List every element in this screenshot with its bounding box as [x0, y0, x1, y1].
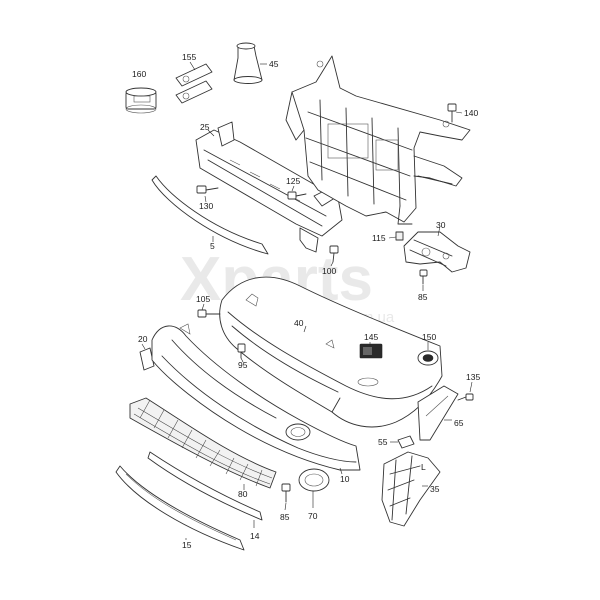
- label-15: 15: [182, 540, 192, 550]
- label-125: 125: [286, 176, 300, 186]
- label-105: 105: [196, 294, 210, 304]
- label-135: 135: [466, 372, 480, 382]
- part-20-bracket[interactable]: [139, 343, 155, 371]
- part-65-side-trim[interactable]: [417, 385, 459, 441]
- part-front-carrier[interactable]: [285, 55, 471, 225]
- label-10: 10: [340, 474, 350, 484]
- label-130: 130: [199, 201, 213, 211]
- part-45-boot[interactable]: [233, 42, 267, 84]
- part-40-bumper-cover[interactable]: [219, 276, 443, 428]
- part-135-bolt[interactable]: [457, 381, 474, 401]
- part-140-bolt[interactable]: [447, 103, 463, 123]
- part-55-clip[interactable]: [390, 435, 415, 449]
- label-20: 20: [138, 334, 148, 344]
- label-35: 35: [430, 484, 440, 494]
- label-80: 80: [238, 489, 248, 499]
- part-marking: L: [421, 462, 426, 472]
- part-150-cap[interactable]: [417, 342, 439, 366]
- part-85-bolt-upper[interactable]: [419, 269, 428, 291]
- label-115: 115: [372, 233, 386, 243]
- label-140: 140: [464, 108, 478, 118]
- label-145: 145: [364, 332, 378, 342]
- label-14: 14: [250, 531, 260, 541]
- part-70-ring[interactable]: [298, 468, 330, 508]
- label-55: 55: [378, 437, 388, 447]
- part-155-clips[interactable]: [175, 61, 213, 104]
- part-15-spoiler[interactable]: [115, 465, 245, 551]
- part-95-clip[interactable]: [237, 343, 246, 363]
- label-40: 40: [294, 318, 304, 328]
- label-150: 150: [422, 332, 436, 342]
- part-160-clamp[interactable]: [125, 87, 157, 114]
- part-125-bolt[interactable]: [287, 185, 307, 200]
- label-5: 5: [210, 241, 215, 251]
- part-100-bolt[interactable]: [329, 245, 339, 267]
- part-105-bolt[interactable]: [197, 303, 221, 318]
- part-130-bolt[interactable]: [196, 185, 219, 203]
- part-85-bolt-lower[interactable]: [281, 483, 291, 511]
- label-95: 95: [238, 360, 248, 370]
- label-30: 30: [436, 220, 446, 230]
- label-100: 100: [322, 266, 336, 276]
- label-85-lower: 85: [280, 512, 290, 522]
- part-80-grille[interactable]: [129, 397, 277, 490]
- part-145-badge[interactable]: [359, 342, 383, 359]
- label-85-upper: 85: [418, 292, 428, 302]
- label-25: 25: [200, 122, 210, 132]
- part-115-clip[interactable]: [388, 231, 404, 241]
- part-10-bumper-lower[interactable]: [151, 323, 361, 475]
- part-30-bracket[interactable]: [403, 225, 471, 273]
- part-labels: 160 155 45 25 140 125 130 5 30 115 100 8…: [132, 52, 480, 550]
- part-35-side-bracket[interactable]: L: [381, 451, 441, 527]
- label-70: 70: [308, 511, 318, 521]
- label-160: 160: [132, 69, 146, 79]
- part-14-trim[interactable]: [147, 451, 263, 528]
- label-45: 45: [269, 59, 279, 69]
- label-155: 155: [182, 52, 196, 62]
- label-65: 65: [454, 418, 464, 428]
- part-5-strip[interactable]: [151, 175, 269, 255]
